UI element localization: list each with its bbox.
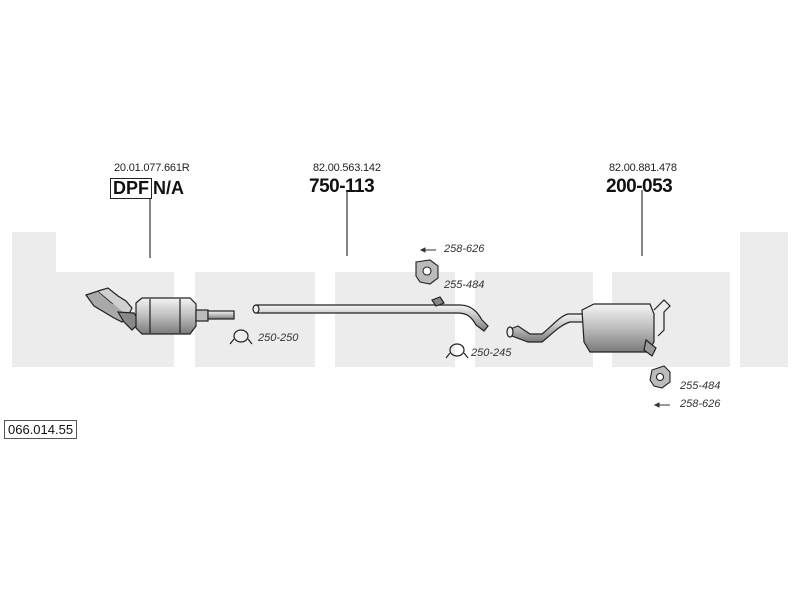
- bolt-arrow-icon: [653, 402, 670, 408]
- rubber-mount-icon: [415, 259, 439, 285]
- accessory-label: 250-250: [258, 332, 299, 344]
- clamp-icon: [229, 329, 253, 345]
- oem-number-dpf: 20.01.077.661R: [114, 162, 190, 174]
- dpf-label-box: DPF: [110, 178, 152, 199]
- accessory-label: 258-626: [444, 243, 485, 255]
- oem-number-silencer: 82.00.881.478: [609, 162, 677, 174]
- accessory-label: 255-484: [444, 279, 485, 291]
- silencer-200-053-drawing: [506, 299, 671, 357]
- reference-number-box: 066.014.55: [4, 420, 78, 439]
- accessory-label: 250-245: [471, 347, 512, 359]
- part-number-dpf: N/A: [153, 178, 184, 198]
- dpf-part-drawing: [85, 287, 235, 335]
- accessory-label: 258-626: [680, 398, 721, 410]
- oem-number-pipe: 82.00.563.142: [313, 162, 381, 174]
- part-number-silencer: 200-053: [606, 176, 673, 197]
- pipe-750-113-drawing: [252, 296, 489, 332]
- clamp-icon: [445, 343, 469, 359]
- accessory-label: 255-484: [680, 380, 721, 392]
- rubber-mount-icon: [649, 365, 671, 389]
- bolt-arrow-icon: [419, 247, 436, 253]
- part-number-pipe: 750-113: [309, 176, 375, 197]
